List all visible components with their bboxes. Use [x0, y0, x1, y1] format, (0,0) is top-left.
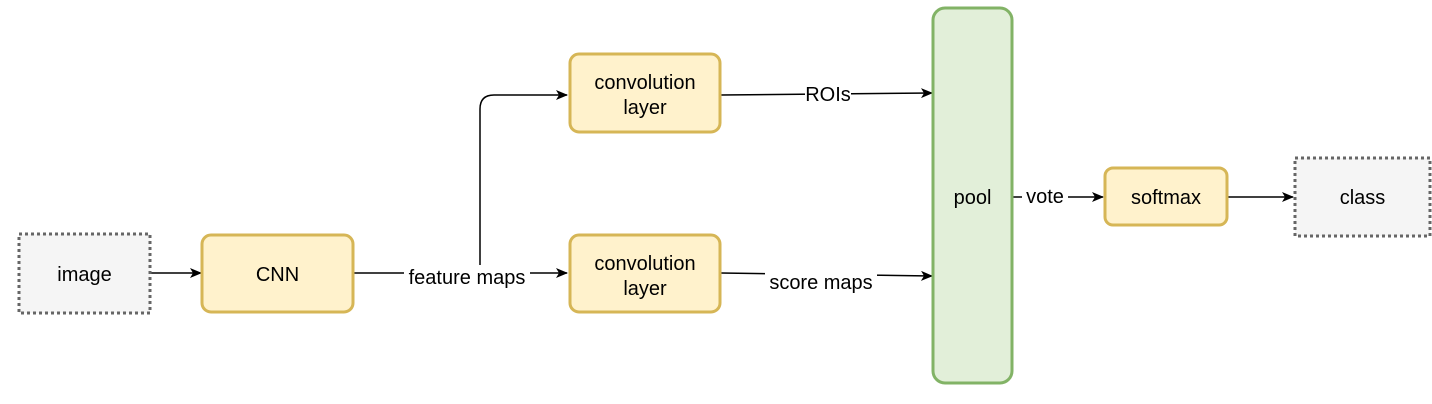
edge-branch-to-conv-top [479, 90, 568, 273]
score-maps-label: score maps [769, 272, 872, 294]
node-conv-bottom[interactable]: convolution layer [568, 233, 722, 314]
conv-bottom-label-line2: layer [623, 278, 667, 300]
node-conv-top[interactable]: convolution layer [568, 52, 722, 134]
conv-top-label-line2: layer [623, 97, 667, 119]
class-label: class [1340, 187, 1386, 209]
node-class[interactable]: class [1293, 156, 1432, 238]
edge-labels: feature maps ROIs score maps vote [404, 83, 1068, 294]
label-vote: vote [1022, 186, 1068, 208]
cnn-label: CNN [256, 264, 299, 286]
conv-bottom-label-line1: convolution [594, 253, 695, 275]
node-softmax[interactable]: softmax [1103, 166, 1229, 227]
node-cnn[interactable]: CNN [200, 233, 355, 314]
label-score-maps: score maps [765, 271, 877, 294]
vote-label: vote [1026, 186, 1064, 208]
image-label: image [57, 264, 111, 286]
nodes: image CNN convolution layer convolution … [17, 6, 1432, 385]
node-image[interactable]: image [17, 232, 152, 315]
label-feature-maps: feature maps [404, 265, 530, 289]
feature-maps-label: feature maps [409, 267, 526, 289]
softmax-label: softmax [1131, 187, 1201, 209]
conv-top-label-line1: convolution [594, 72, 695, 94]
pool-label: pool [954, 187, 992, 209]
rois-label: ROIs [805, 84, 851, 106]
node-pool[interactable]: pool [931, 6, 1014, 385]
label-rois: ROIs [805, 83, 851, 106]
